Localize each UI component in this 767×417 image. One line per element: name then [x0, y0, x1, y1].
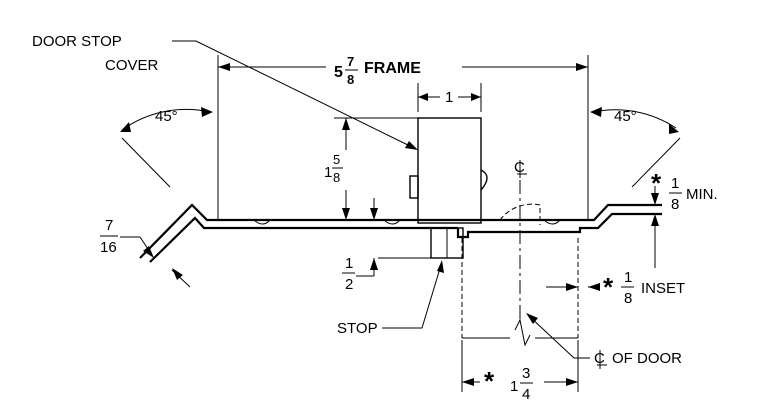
thickness-den: 16	[100, 239, 117, 256]
door-width-whole: 1	[510, 378, 518, 395]
stop-depth-den: 2	[345, 276, 353, 293]
inset-dimension	[546, 283, 600, 291]
door-width-den: 4	[522, 386, 530, 403]
thickness-num: 7	[105, 217, 113, 234]
frame-width-den: 8	[347, 72, 354, 87]
frame-width-whole: 5	[334, 64, 343, 81]
inset-num: 1	[624, 269, 632, 286]
frame-width-dimension	[217, 55, 589, 220]
stop-label: STOP	[337, 320, 378, 337]
stop-leader	[382, 260, 444, 329]
height-dimension	[334, 117, 418, 220]
min-den: 8	[671, 196, 679, 213]
min-dimension	[651, 186, 659, 268]
inset-star: *	[603, 272, 614, 302]
frame-profile	[139, 203, 662, 263]
cover-width-label: 1	[445, 89, 453, 106]
door-stop-cover-label-1: DOOR STOP	[32, 33, 122, 50]
height-whole: 1	[324, 164, 332, 181]
door-stop-cover-label-2: COVER	[105, 57, 159, 74]
door-centerline-label: OF DOOR	[612, 350, 682, 367]
door-stop-cover-leader	[172, 40, 418, 150]
door-width-star: *	[484, 366, 495, 396]
cover-width-dimension	[417, 83, 482, 112]
right-angle-dimension	[590, 107, 681, 188]
frame-width-word: FRAME	[364, 60, 421, 77]
door-width-dimension	[461, 340, 579, 392]
door-outline	[461, 180, 579, 347]
centerline-symbol-door: C	[594, 350, 607, 369]
left-angle-dimension	[120, 107, 213, 188]
inset-word: INSET	[641, 280, 685, 297]
right-angle-label: 45°	[614, 108, 637, 125]
left-angle-label: 45°	[155, 108, 178, 125]
inset-den: 8	[624, 290, 632, 307]
thickness-dimension	[120, 236, 191, 288]
min-word: MIN.	[686, 186, 718, 203]
stop-depth-num: 1	[345, 255, 353, 272]
centerline-symbol-top: C	[514, 159, 527, 178]
door-centerline-leader	[526, 313, 590, 359]
door-stop-cover	[409, 117, 488, 224]
frame-width-num: 7	[347, 54, 354, 69]
height-num: 5	[333, 152, 340, 167]
stop	[430, 227, 464, 259]
stop-depth-dimension	[356, 257, 431, 277]
min-star: *	[651, 168, 662, 198]
height-den: 8	[333, 170, 340, 185]
door-width-num: 3	[522, 365, 530, 382]
min-num: 1	[671, 175, 679, 192]
